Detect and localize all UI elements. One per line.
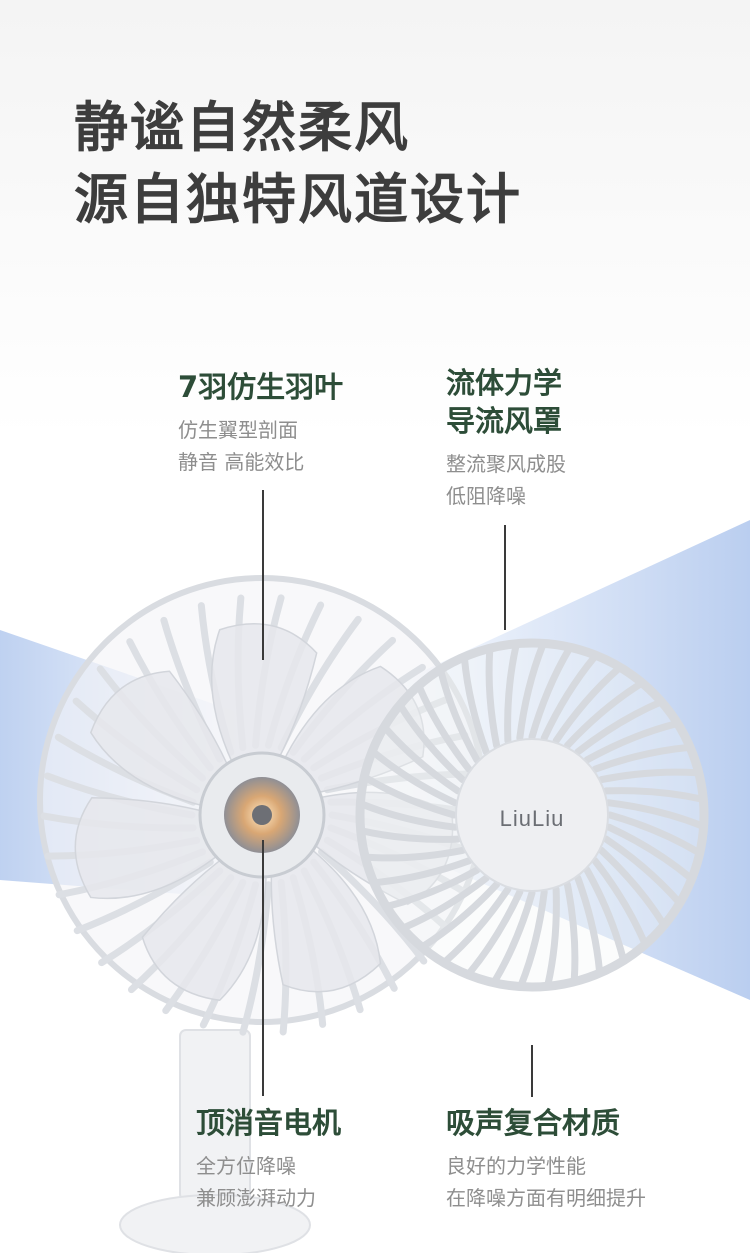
front-spokes-spoke (583, 866, 627, 963)
headline-line-1: 静谧自然柔风 (74, 96, 410, 159)
callout-guard-line-2: 低阻降噪 (446, 484, 526, 508)
front-spokes-spoke (517, 888, 548, 989)
front-spokes-spoke (591, 857, 648, 947)
front-spokes-spoke (591, 743, 692, 773)
callout-sound-line-1: 良好的力学性能 (446, 1154, 586, 1178)
fan-blade (141, 855, 267, 1002)
front-spokes-spoke (441, 885, 512, 965)
rear-spokes-spoke (318, 848, 428, 965)
front-spokes-spoke (491, 889, 536, 985)
front-spokes-spoke (382, 724, 462, 795)
leader-blade (262, 490, 264, 660)
callout-blade-line-1: 仿生翼型剖面 (178, 418, 298, 442)
front-spokes-spoke (605, 823, 694, 882)
callout-guard-title-2: 导流风罩 (446, 404, 563, 438)
fan-blade (74, 796, 223, 900)
front-spokes-spoke (397, 703, 467, 784)
front-spokes-spoke (544, 885, 560, 988)
callout-guard: 流体力学 导流风罩 整流聚风成股 低阻降噪 (446, 364, 566, 512)
callout-guard-title-1: 流体力学 (446, 366, 563, 400)
callout-sound: 吸声复合材质 良好的力学性能 在降噪方面有明细提升 (446, 1104, 646, 1214)
front-spokes-spoke (420, 880, 501, 950)
front-spokes-spoke (597, 768, 701, 784)
front-spokes-spoke (597, 846, 667, 927)
front-spokes-spoke (384, 866, 481, 910)
front-spokes-spoke (460, 655, 490, 756)
front-spokes-spoke (516, 641, 547, 742)
fan-blade (270, 845, 382, 993)
front-spokes-spoke (465, 888, 524, 977)
front-spokes-spoke (363, 846, 467, 862)
front-spokes-spoke (552, 665, 623, 745)
front-spokes-spoke (359, 827, 462, 843)
callout-blade: 7羽仿生羽叶 仿生翼型剖面 静音 高能效比 (178, 368, 343, 478)
callout-guard-line-1: 整流聚风成股 (446, 452, 566, 476)
motor-shaft (252, 805, 272, 825)
front-spokes-spoke (602, 835, 682, 906)
front-spokes-spoke (504, 642, 520, 745)
leader-motor (262, 840, 264, 1096)
front-spokes-spoke (437, 667, 481, 764)
front-spokes-spoke (563, 880, 579, 984)
front-spokes-spoke (574, 699, 664, 756)
front-spokes-spoke (485, 646, 501, 750)
headline: 静谧自然柔风 源自独特风道设计 (74, 92, 522, 236)
front-guard-spokes (358, 641, 706, 989)
rear-spokes-spoke (239, 881, 272, 1036)
front-guard-center (455, 738, 609, 892)
callout-motor-title: 顶消音电机 (196, 1106, 342, 1140)
front-spokes-spoke (372, 857, 473, 887)
callout-guard-title: 流体力学 导流风罩 (446, 364, 566, 440)
front-spokes-spoke (358, 800, 459, 831)
front-spokes-spoke (602, 787, 705, 803)
front-spokes-spoke (528, 645, 573, 741)
brand-logo: LiuLiu (500, 806, 565, 831)
fan-base (119, 1194, 311, 1253)
front-spokes-spoke (540, 653, 599, 742)
callout-guard-text: 整流聚风成股 低阻降噪 (446, 448, 566, 512)
fan-blade (89, 670, 231, 808)
callout-motor-line-1: 全方位降噪 (196, 1154, 296, 1178)
front-spokes-spoke (362, 774, 458, 819)
callout-blade-title: 7羽仿生羽叶 (178, 370, 344, 404)
leader-guard (504, 525, 506, 630)
fan-blade (210, 623, 318, 769)
front-spokes-spoke (605, 799, 706, 830)
callout-sound-title: 吸声复合材质 (446, 1106, 621, 1140)
front-spokes-spoke (606, 811, 702, 856)
callout-sound-line-2: 在降噪方面有明细提升 (446, 1186, 646, 1210)
callout-motor-text: 全方位降噪 兼顾澎湃动力 (196, 1150, 341, 1214)
front-spokes-spoke (400, 874, 490, 931)
callout-motor-line-2: 兼顾澎湃动力 (196, 1186, 316, 1210)
callout-blade-line-2: 静音 高能效比 (178, 450, 305, 474)
front-spokes-spoke (563, 680, 644, 750)
front-spokes-spoke (574, 874, 604, 975)
front-spokes-spoke (583, 720, 680, 764)
front-spokes-spoke (370, 748, 459, 807)
callout-blade-text: 仿生翼型剖面 静音 高能效比 (178, 414, 343, 478)
callout-sound-text: 良好的力学性能 在降噪方面有明细提升 (446, 1150, 646, 1214)
leader-sound (531, 1045, 533, 1097)
front-spokes-spoke (416, 683, 473, 773)
callout-motor: 顶消音电机 全方位降噪 兼顾澎湃动力 (196, 1104, 341, 1214)
headline-line-2: 源自独特风道设计 (74, 168, 522, 231)
